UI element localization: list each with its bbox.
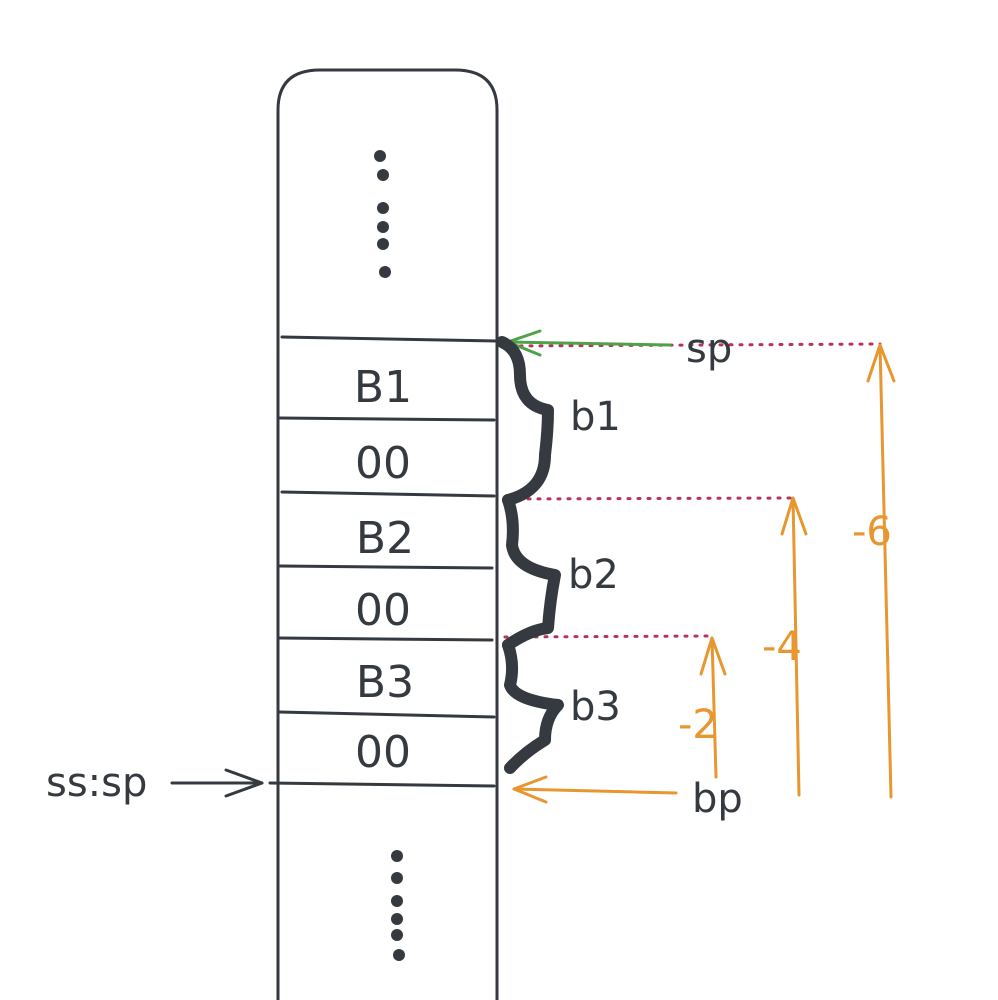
cell-label-b3: B3 bbox=[356, 657, 414, 708]
brace-b3 bbox=[502, 639, 564, 774]
cell-label-b1: B1 bbox=[354, 362, 412, 413]
guide-line-sp bbox=[508, 342, 882, 348]
offset-arrow-minus2 bbox=[699, 636, 727, 779]
cell-label-00-3: 00 bbox=[355, 727, 411, 778]
pointer-label-ss-sp: ss:sp bbox=[46, 760, 147, 806]
offset-arrow-minus6 bbox=[866, 343, 896, 799]
sp-arrow bbox=[503, 329, 672, 357]
offset-label-minus6: -6 bbox=[852, 509, 892, 555]
guide-line-minus2 bbox=[503, 634, 714, 639]
brace-b2 bbox=[502, 494, 561, 651]
brace-label-b2: b2 bbox=[568, 552, 619, 598]
stack-column-outline bbox=[276, 68, 499, 1000]
ellipsis-top bbox=[374, 150, 391, 278]
cell-label-00-2: 00 bbox=[355, 585, 411, 636]
offset-label-minus2: -2 bbox=[678, 702, 718, 748]
ss-sp-arrow bbox=[170, 768, 264, 798]
cell-dividers bbox=[268, 335, 499, 788]
cell-label-00-1: 00 bbox=[355, 438, 411, 489]
brace-label-b1: b1 bbox=[570, 394, 621, 440]
ellipsis-bottom bbox=[391, 850, 405, 961]
offset-label-minus4: -4 bbox=[762, 624, 802, 670]
pointer-label-bp: bp bbox=[692, 776, 743, 822]
brace-b1 bbox=[496, 336, 554, 506]
offset-arrow-minus4 bbox=[780, 496, 808, 797]
bp-arrow bbox=[512, 775, 678, 804]
brace-label-b3: b3 bbox=[570, 684, 621, 730]
cell-label-b2: B2 bbox=[356, 513, 414, 564]
guide-line-minus4 bbox=[506, 496, 792, 501]
pointer-label-sp: sp bbox=[686, 326, 732, 372]
